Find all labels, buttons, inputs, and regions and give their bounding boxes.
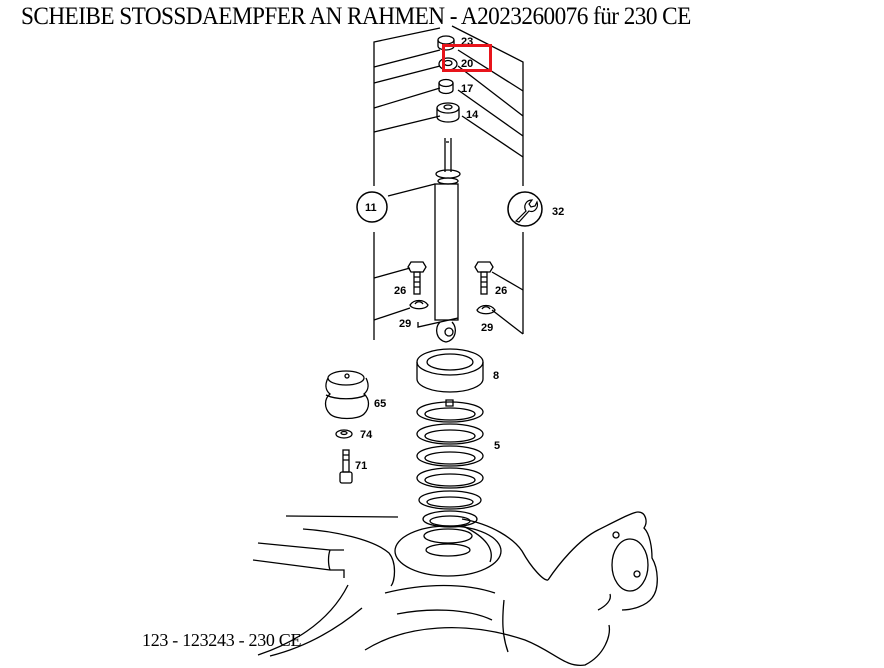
callout-8[interactable]: 8 xyxy=(493,370,499,382)
part-74-lock-washer[interactable] xyxy=(335,429,353,439)
part-14-rubber-mount[interactable] xyxy=(436,102,460,123)
callout-29-right[interactable]: 29 xyxy=(481,322,493,334)
callout-71[interactable]: 71 xyxy=(355,460,367,472)
page-title: SCHEIBE STOSSDAEMPFER AN RAHMEN - A20232… xyxy=(21,3,691,30)
part-8-spring-pad[interactable] xyxy=(416,348,484,393)
right-leader-frame xyxy=(451,25,524,335)
callout-74[interactable]: 74 xyxy=(360,429,373,441)
part-5-coil-spring[interactable] xyxy=(416,399,484,557)
diagram-caption: 123 - 123243 - 230 CE xyxy=(142,630,302,650)
selected-part-highlight xyxy=(442,44,492,72)
part-26-bolt-right[interactable] xyxy=(474,261,494,295)
part-29-washer-right[interactable] xyxy=(476,304,496,315)
callout-32[interactable]: 32 xyxy=(552,206,564,218)
callout-26-left[interactable]: 26 xyxy=(394,285,406,297)
part-29-washer-left[interactable] xyxy=(409,299,429,310)
part-65-bump-stop[interactable] xyxy=(324,370,370,420)
callout-5[interactable]: 5 xyxy=(494,440,500,452)
callout-26-right[interactable]: 26 xyxy=(495,285,507,297)
left-leader-frame xyxy=(373,27,441,340)
callout-14[interactable]: 14 xyxy=(466,109,479,121)
svg-text:11: 11 xyxy=(365,202,377,214)
callout-65[interactable]: 65 xyxy=(374,398,386,410)
lower-control-arm[interactable] xyxy=(252,511,658,666)
callout-29-left[interactable]: 29 xyxy=(399,318,411,330)
part-26-bolt-left[interactable] xyxy=(407,261,427,295)
part-71-screw[interactable] xyxy=(339,449,353,484)
part-17-bushing[interactable] xyxy=(438,78,454,95)
shock-absorber[interactable] xyxy=(434,138,461,343)
callout-11-circle[interactable]: 11 xyxy=(356,191,388,223)
callout-20[interactable]: 20 xyxy=(461,58,473,70)
wrench-icon[interactable] xyxy=(507,191,543,227)
callout-17[interactable]: 17 xyxy=(461,83,473,95)
